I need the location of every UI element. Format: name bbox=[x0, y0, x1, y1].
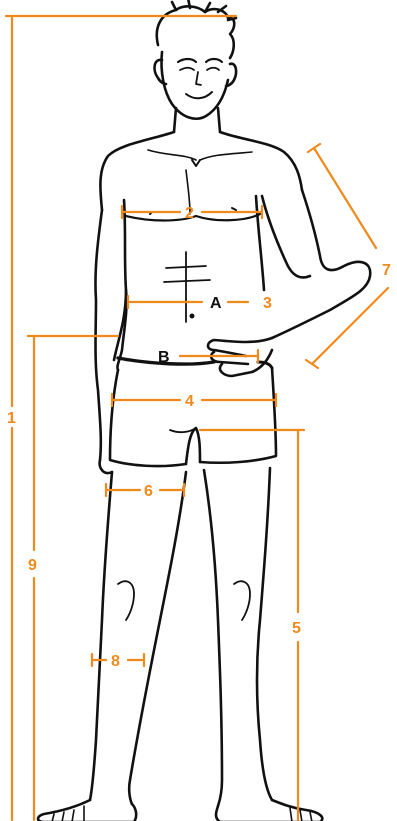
label-8: 8 bbox=[111, 653, 120, 670]
male-figure-drawing bbox=[38, 0, 370, 821]
hips-line bbox=[112, 394, 276, 406]
label-a: A bbox=[210, 295, 222, 312]
label-5: 5 bbox=[292, 620, 301, 637]
height-line bbox=[6, 16, 236, 820]
label-7: 7 bbox=[382, 262, 391, 279]
arm-length-line bbox=[306, 144, 388, 368]
label-6: 6 bbox=[144, 483, 153, 500]
label-2: 2 bbox=[185, 205, 194, 222]
measurement-lines bbox=[6, 16, 388, 820]
waist-line bbox=[128, 296, 248, 308]
inseam-line bbox=[200, 430, 304, 820]
label-1: 1 bbox=[7, 410, 16, 427]
label-b: B bbox=[158, 349, 170, 366]
label-9: 9 bbox=[28, 557, 37, 574]
label-4: 4 bbox=[185, 393, 194, 410]
label-3: 3 bbox=[263, 295, 272, 312]
